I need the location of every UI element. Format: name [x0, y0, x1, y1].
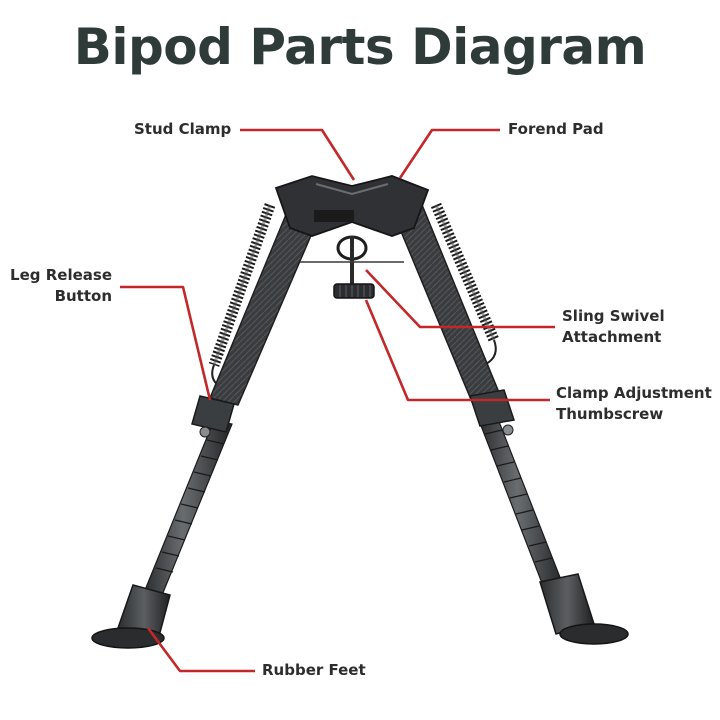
- label-sling-swivel-attachment: Sling Swivel Attachment: [562, 306, 665, 348]
- label-leg-release-line1: Leg Release: [10, 266, 112, 284]
- label-clamp-adjust-line1: Clamp Adjustment: [556, 384, 712, 402]
- page-title: Bipod Parts Diagram: [73, 18, 647, 76]
- label-leg-release-button: Leg Release Button: [6, 265, 112, 307]
- leader-rubber-feet: [146, 627, 255, 673]
- left-leg: [142, 204, 324, 601]
- label-stud-clamp: Stud Clamp: [134, 120, 232, 138]
- right-leg: [388, 199, 566, 597]
- label-forend-pad: Forend Pad: [508, 120, 604, 138]
- label-leg-release-line2: Button: [54, 287, 112, 305]
- leader-forend-pad: [398, 128, 500, 179]
- thumbscrew: [333, 283, 375, 299]
- stud-clamp-body: [274, 175, 430, 237]
- left-rubber-foot: [91, 584, 171, 649]
- right-spring: [430, 202, 500, 365]
- leader-sling-swivel: [365, 269, 555, 329]
- leader-stud-clamp: [240, 128, 356, 181]
- label-clamp-adjustment-thumbscrew: Clamp Adjustment Thumbscrew: [556, 383, 712, 425]
- leader-thumbscrew: [364, 299, 550, 402]
- leader-lines: [120, 128, 555, 673]
- sling-swivel: [300, 235, 404, 286]
- label-sling-swivel-line2: Attachment: [562, 328, 662, 346]
- label-rubber-feet: Rubber Feet: [262, 661, 366, 679]
- label-sling-swivel-line1: Sling Swivel: [562, 307, 665, 325]
- label-clamp-adjust-line2: Thumbscrew: [556, 405, 664, 423]
- leader-leg-release: [120, 285, 212, 401]
- right-rubber-foot: [539, 573, 629, 645]
